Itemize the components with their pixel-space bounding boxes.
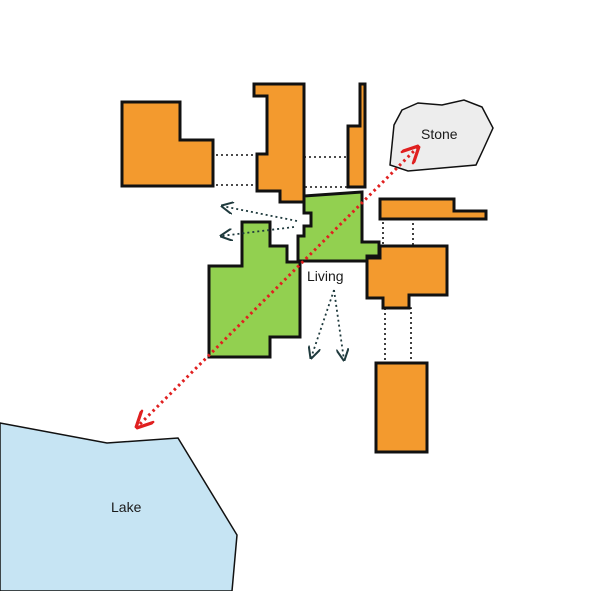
view-arrow-south-right bbox=[333, 289, 344, 360]
living-volume-south bbox=[207, 220, 302, 359]
stone-label: Stone bbox=[421, 126, 458, 142]
building-north-center bbox=[252, 82, 306, 204]
stone-lake-axis-line bbox=[137, 147, 418, 427]
connector-bridge-south bbox=[384, 307, 412, 364]
living-volume-north bbox=[296, 190, 381, 263]
living-label: Living bbox=[307, 268, 344, 284]
building-east-wing bbox=[378, 197, 488, 221]
view-arrow-west-upper bbox=[222, 206, 298, 222]
building-northwest bbox=[120, 100, 215, 188]
building-south bbox=[374, 361, 429, 454]
connector-bridge-center bbox=[303, 156, 349, 188]
lake-shape bbox=[0, 422, 238, 591]
connector-bridge-east bbox=[382, 217, 414, 247]
lake-label: Lake bbox=[111, 499, 142, 515]
building-north-east-tall bbox=[346, 82, 367, 189]
view-arrow-south-left bbox=[311, 289, 335, 358]
connector-bridge-west bbox=[210, 154, 258, 186]
